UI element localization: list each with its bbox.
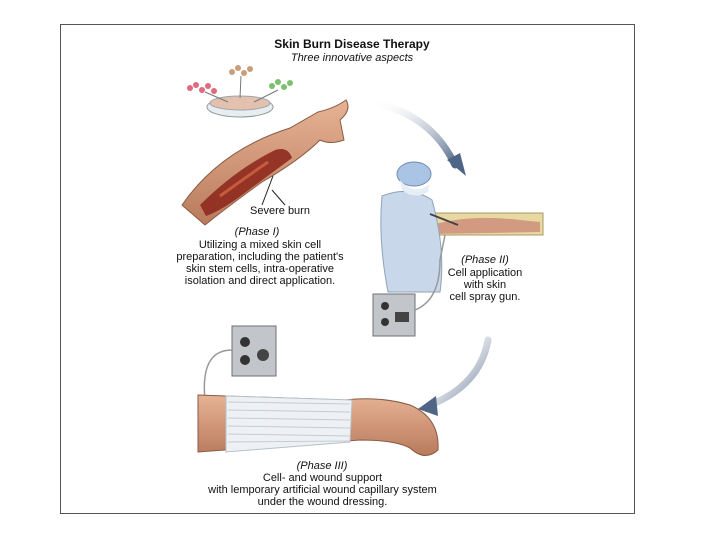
phase1-line-1: Utilizing a mixed skin cell [150, 239, 370, 251]
arrow-phase2-to-3 [418, 340, 488, 416]
dressed-arm [198, 395, 438, 456]
phase1-line-4: isolation and direct application. [150, 275, 370, 287]
phase1-line-3: skin stem cells, intra-operative [150, 263, 370, 275]
callout-severe-burn: Severe burn [240, 205, 320, 217]
diagram-subtitle: Three innovative aspects [222, 52, 482, 64]
phase2-line-2: with skin [425, 279, 545, 291]
petri-dish-cells [187, 65, 293, 117]
phase3-line-2: with lemporary artificial wound capillar… [190, 484, 455, 496]
phase1-label: (Phase I) [207, 226, 307, 238]
phase3-line-1: Cell- and wound support [190, 472, 455, 484]
phase1-line-2: preparation, including the patient's [150, 251, 370, 263]
phase2-line-1: Cell application [425, 267, 545, 279]
phase2-label: (Phase II) [435, 254, 535, 266]
phase3-line-3: under the wound dressing. [190, 496, 455, 508]
phase3-label: (Phase III) [272, 460, 372, 472]
diagram-title: Skin Burn Disease Therapy [222, 38, 482, 50]
phase2-line-3: cell spray gun. [425, 291, 545, 303]
